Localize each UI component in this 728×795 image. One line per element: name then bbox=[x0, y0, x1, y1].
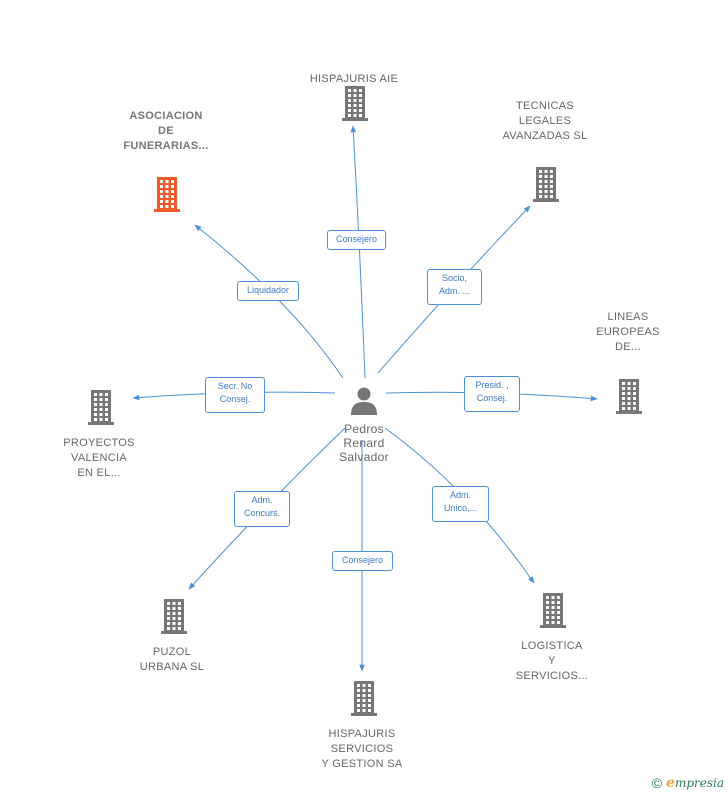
node-label-line: ASOCIACION bbox=[129, 110, 203, 122]
node-label-line: HISPAJURIS AIE bbox=[309, 73, 399, 85]
lineas-europeas-label[interactable]: LINEAS EUROPEAS DE... bbox=[553, 310, 703, 355]
node-label-line: SERVICIOS... bbox=[515, 670, 589, 682]
footer-brand[interactable]: © empresia bbox=[652, 775, 724, 791]
center-person-name[interactable]: Pedros Renard Salvador bbox=[304, 422, 424, 464]
node-label-line: DE bbox=[158, 125, 174, 137]
copyright-icon: © bbox=[651, 775, 663, 791]
edge-label-line: Consejero bbox=[335, 234, 378, 244]
edge-label-line: Unico,... bbox=[443, 503, 477, 513]
center-name-line: Pedros bbox=[344, 422, 384, 436]
edge-label-line: Concurs. bbox=[243, 508, 280, 518]
edge-label-hispajuris-aie[interactable]: Consejero bbox=[327, 230, 386, 250]
node-label-line: Y bbox=[548, 655, 556, 667]
hispajuris-servicios-label[interactable]: HISPAJURIS SERVICIOS Y GESTION SA bbox=[287, 727, 437, 772]
asociacion-funerarias-label[interactable]: ASOCIACION DE FUNERARIAS... bbox=[91, 109, 241, 154]
edge-label-puzol-urbana[interactable]: Adm. Concurs. bbox=[234, 491, 290, 527]
edge-label-line: Liquidador bbox=[246, 285, 290, 295]
edge-label-line: Adm. ... bbox=[438, 286, 470, 296]
node-label-line: LINEAS bbox=[607, 311, 649, 323]
node-label-line: PROYECTOS bbox=[63, 437, 135, 449]
edge-label-asociacion-funerarias[interactable]: Liquidador bbox=[237, 281, 299, 301]
edge-label-line: Socio, bbox=[441, 273, 467, 283]
node-label-line: LEGALES bbox=[518, 115, 572, 127]
edge-label-logistica-servicios[interactable]: Adm. Unico,... bbox=[432, 486, 489, 522]
node-label-line: Y GESTION SA bbox=[321, 758, 403, 770]
puzol-urbana-label[interactable]: PUZOL URBANA SL bbox=[97, 645, 247, 675]
edge-label-proyectos-valencia[interactable]: Secr. No Consej. bbox=[205, 377, 265, 413]
node-label-line: HISPAJURIS bbox=[328, 728, 396, 740]
proyectos-valencia-building-icon[interactable] bbox=[86, 389, 116, 425]
edge-label-line: Adm. bbox=[251, 495, 273, 505]
node-label-line: PUZOL bbox=[152, 646, 192, 658]
edge-label-line: Consej. bbox=[219, 394, 251, 404]
node-label-line: EN EL... bbox=[77, 467, 121, 479]
center-name-line: Renard bbox=[343, 436, 385, 450]
node-label-line: EUROPEAS bbox=[596, 326, 660, 338]
lineas-europeas-building-icon[interactable] bbox=[614, 378, 644, 414]
edge-label-hispajuris-servicios[interactable]: Consejero bbox=[332, 551, 393, 571]
logistica-servicios-label[interactable]: LOGISTICA Y SERVICIOS... bbox=[477, 639, 627, 684]
node-label-line: DE... bbox=[615, 341, 641, 353]
edge-label-line: Secr. No bbox=[217, 381, 253, 391]
node-label-line: LOGISTICA bbox=[521, 640, 583, 652]
edge-label-line: Adm. bbox=[449, 490, 471, 500]
node-label-line: TECNICAS bbox=[515, 100, 575, 112]
edge-hispajuris-aie bbox=[350, 125, 366, 379]
edge-label-tecnicas-legales[interactable]: Socio, Adm. ... bbox=[427, 269, 482, 305]
node-label-line: VALENCIA bbox=[71, 452, 127, 464]
proyectos-valencia-label[interactable]: PROYECTOS VALENCIA EN EL... bbox=[24, 436, 174, 481]
center-name-line: Salvador bbox=[339, 450, 389, 464]
hispajuris-servicios-building-icon[interactable] bbox=[349, 680, 379, 716]
person-icon[interactable] bbox=[349, 385, 379, 415]
tecnicas-legales-label[interactable]: TECNICAS LEGALES AVANZADAS SL bbox=[470, 99, 620, 144]
edge-label-lineas-europeas[interactable]: Presid. , Consej. bbox=[464, 376, 520, 412]
edge-label-line: Presid. , bbox=[475, 380, 509, 390]
hispajuris-aie-building-icon[interactable] bbox=[340, 85, 370, 121]
edge-asociacion-funerarias bbox=[194, 224, 344, 379]
node-label-line: SERVICIOS bbox=[330, 743, 394, 755]
hispajuris-aie-label[interactable]: HISPAJURIS AIE bbox=[279, 72, 429, 87]
brand-logo: empresia bbox=[666, 775, 724, 791]
edge-label-line: Consejero bbox=[341, 555, 384, 565]
node-label-line: AVANZADAS SL bbox=[502, 130, 588, 142]
logistica-servicios-building-icon[interactable] bbox=[538, 592, 568, 628]
node-label-line: URBANA SL bbox=[139, 661, 205, 673]
tecnicas-legales-building-icon[interactable] bbox=[531, 166, 561, 202]
puzol-urbana-building-icon[interactable] bbox=[159, 598, 189, 634]
node-label-line: FUNERARIAS... bbox=[123, 140, 209, 152]
asociacion-funerarias-building-icon[interactable] bbox=[152, 176, 182, 212]
edge-label-line: Consej. bbox=[476, 393, 508, 403]
